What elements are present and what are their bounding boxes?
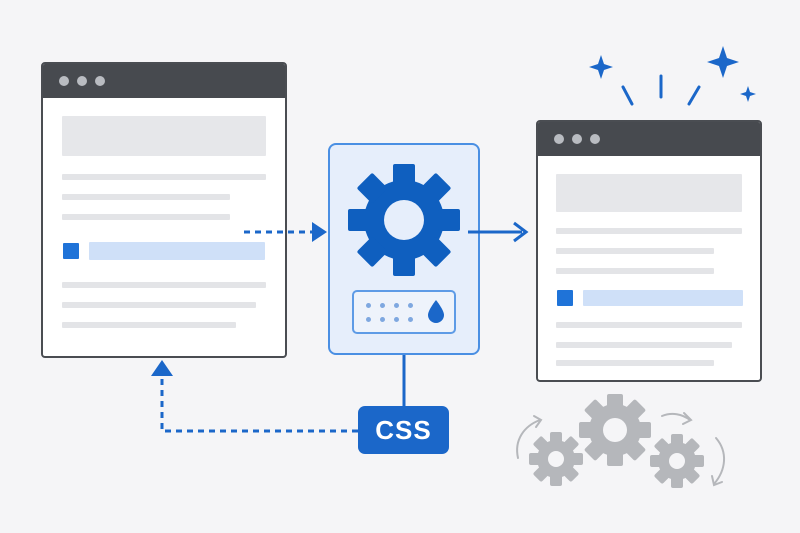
text-line-placeholder: [556, 342, 732, 348]
text-line-placeholder: [556, 248, 714, 254]
arrow-head: [533, 415, 543, 428]
arrow-head: [513, 221, 529, 243]
highlighted-row-placeholder: [89, 242, 265, 260]
text-line-placeholder: [556, 360, 714, 366]
text-line-placeholder: [62, 194, 230, 200]
css-badge: CSS: [358, 406, 449, 454]
browser-titlebar: [538, 122, 760, 156]
control-panel: [352, 290, 456, 334]
sparkle-ray: [687, 85, 701, 106]
dashed-feedback-arrow: [160, 378, 358, 433]
highlighted-row-placeholder: [583, 290, 743, 306]
text-line-placeholder: [62, 214, 230, 220]
header-placeholder: [556, 174, 742, 212]
sparkle-ray: [621, 85, 634, 106]
gear-icon: [348, 164, 460, 276]
text-line-placeholder: [556, 322, 742, 328]
arrow-head: [682, 412, 693, 425]
window-control-dot: [59, 76, 69, 86]
refresh-arrows-icon: [661, 412, 691, 421]
indicator-dot: [408, 317, 413, 322]
sparkle-icon: [740, 86, 756, 102]
window-control-dot: [95, 76, 105, 86]
refresh-arrows-icon: [713, 437, 725, 485]
arrow-head: [711, 475, 723, 487]
result-browser-window: [536, 120, 762, 382]
arrow-head: [151, 360, 173, 376]
water-drop-icon: [428, 300, 444, 323]
text-line-placeholder: [62, 322, 236, 328]
window-control-dot: [77, 76, 87, 86]
indicator-dot: [366, 303, 371, 308]
source-browser-window: [41, 62, 287, 358]
window-control-dot: [572, 134, 582, 144]
indicator-dot: [366, 317, 371, 322]
indicator-dot: [408, 303, 413, 308]
indicator-dot: [380, 317, 385, 322]
highlight-marker: [63, 243, 79, 259]
text-line-placeholder: [62, 174, 266, 180]
css-processor-card: [328, 143, 480, 355]
highlight-marker: [557, 290, 573, 306]
gear-icon: [529, 432, 583, 486]
text-line-placeholder: [62, 282, 266, 288]
sparkle-icon: [707, 46, 739, 78]
browser-titlebar: [43, 64, 285, 98]
text-line-placeholder: [556, 268, 714, 274]
gear-icon: [650, 434, 704, 488]
text-line-placeholder: [556, 228, 742, 234]
indicator-dot: [394, 317, 399, 322]
refresh-arrows-icon: [516, 419, 541, 459]
arrow-head: [312, 222, 327, 242]
window-control-dot: [554, 134, 564, 144]
sparkle-icon: [589, 55, 613, 79]
text-line-placeholder: [62, 302, 256, 308]
indicator-dot: [380, 303, 385, 308]
indicator-dot: [394, 303, 399, 308]
header-placeholder: [62, 116, 266, 156]
window-control-dot: [590, 134, 600, 144]
gear-icon: [579, 394, 651, 466]
